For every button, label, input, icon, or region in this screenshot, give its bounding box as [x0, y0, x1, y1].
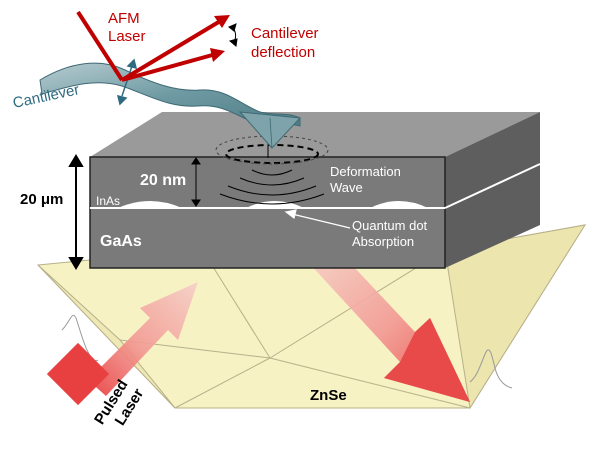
- reflected-beam: [308, 250, 470, 402]
- dimension-20nm: [191, 157, 201, 207]
- gaas-label: GaAs: [100, 233, 142, 250]
- thickness-20um-label: 20 μm: [20, 191, 63, 208]
- deformation-wave: [219, 169, 325, 205]
- pulsed-laser-beam: [46, 282, 198, 406]
- sample-side-face: [445, 112, 540, 268]
- quantum-dot-pointer: [284, 209, 351, 229]
- inas-label: InAs: [96, 194, 120, 208]
- znse-label: ZnSe: [310, 387, 347, 404]
- dimension-20um: [68, 154, 84, 270]
- squiggle-right: [469, 349, 513, 389]
- cantilever: [39, 62, 302, 149]
- sample-top-face: [90, 112, 540, 157]
- cantilever-motion-arrow: [116, 58, 138, 106]
- quantum-dot-1: [118, 201, 182, 208]
- deflection-arrow: [228, 23, 238, 47]
- sample-front-face: [89, 156, 446, 269]
- thickness-20nm-label: 20 nm: [140, 172, 186, 189]
- quantum-dot-3: [370, 201, 428, 208]
- afm-tip: [238, 111, 302, 149]
- afm-laser-beams: [76, 10, 230, 82]
- quantum-dots: [118, 201, 428, 208]
